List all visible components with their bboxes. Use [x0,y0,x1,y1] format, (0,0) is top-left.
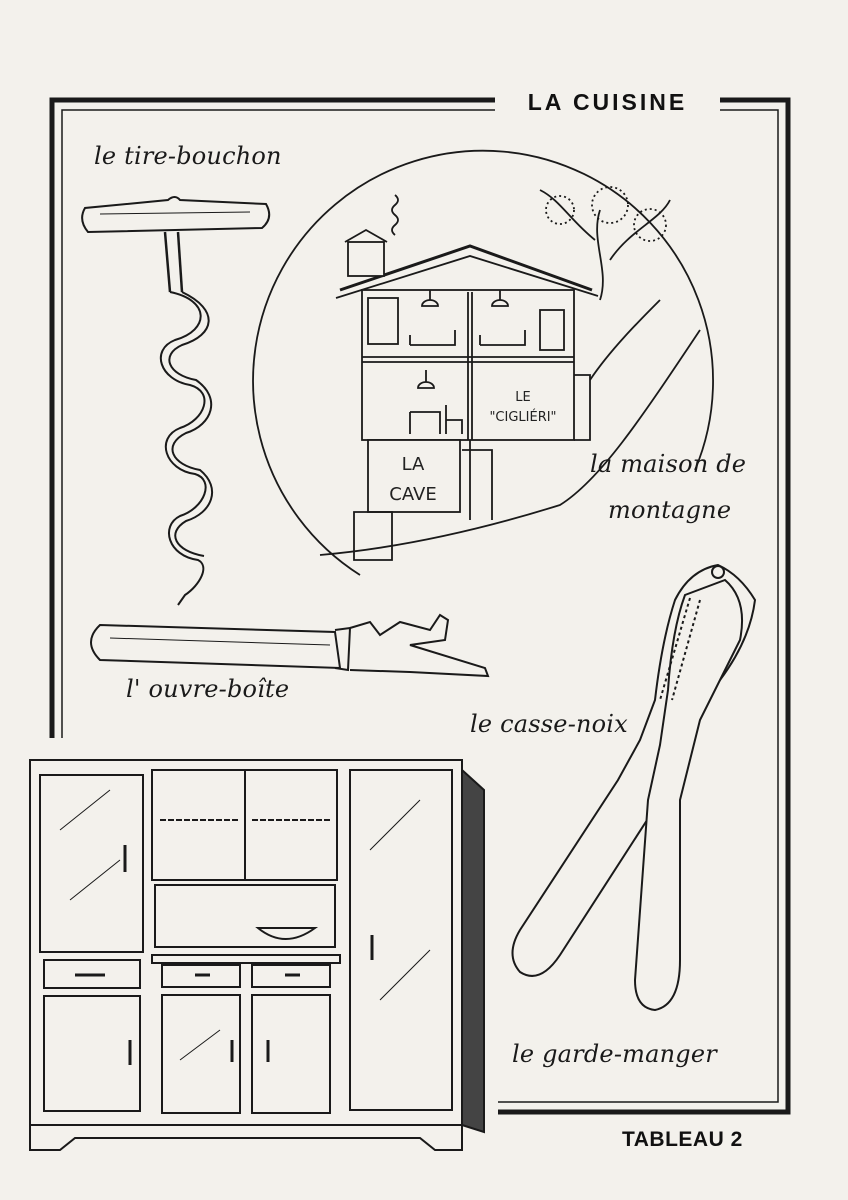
can-opener-illustration [90,613,490,678]
page-frame [49,97,791,1115]
label-cellar: LA CAVE [385,450,441,510]
label-ciglieri: LE "CIGLIÉRI" [478,388,568,428]
label-nutcracker: le casse-noix [470,710,628,738]
nutcracker-illustration [511,563,757,1012]
label-pantry: le garde-manger [512,1040,717,1068]
label-ciglieri-line1: LE [515,390,531,405]
label-can-opener: l' ouvre-boîte [126,675,290,703]
label-ciglieri-line2: "CIGLIÉRI" [489,410,557,425]
pantry-cabinet-illustration [29,759,485,1151]
corkscrew-illustration [81,196,271,606]
label-cellar-line1: LA [401,454,425,475]
page-title: LA CUISINE [500,86,715,118]
label-cellar-line2: CAVE [389,484,437,505]
label-corkscrew: le tire-bouchon [94,142,282,170]
label-house-line1: la maison de [590,450,747,478]
label-house-line2: montagne [608,496,732,524]
mountain-house-illustration [252,149,714,576]
tableau-label: TABLEAU 2 [622,1128,743,1151]
